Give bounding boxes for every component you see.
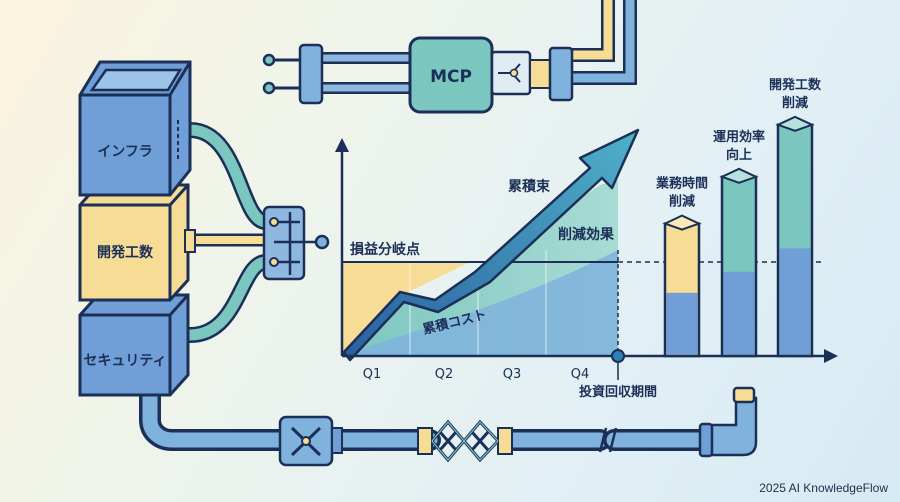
growth-arrow: [342, 128, 640, 362]
elbow-pipe: [698, 386, 758, 458]
block-dev-hours: 開発工数: [78, 183, 196, 302]
dev-hours-label: 開発工数: [97, 244, 154, 261]
reduction-label: 削減効果: [558, 226, 615, 243]
mcp-output-adapter: [490, 46, 574, 102]
junction-box: [262, 205, 330, 281]
pipe-network: [139, 0, 721, 451]
credit-text: 2025 AI KnowledgeFlow: [759, 481, 888, 495]
quarter-q1: Q1: [363, 367, 382, 382]
payback-marker: [611, 349, 625, 363]
plug-connector: [262, 43, 324, 105]
cost-area: [342, 262, 470, 355]
bar-label-line2: 削減: [669, 194, 695, 210]
x-axis-arrowhead: [824, 349, 838, 363]
cross-connector: [278, 415, 343, 467]
bar-cap: [662, 214, 702, 231]
security-label: セキュリティ: [83, 353, 166, 369]
mcp-label: MCP: [430, 67, 472, 87]
bar-label-line2: 向上: [726, 147, 752, 163]
bar-lower-band: [666, 292, 698, 355]
bar-cap: [719, 167, 759, 184]
breakeven-label: 損益分岐点: [350, 241, 420, 258]
infra-label: インフラ: [97, 144, 153, 160]
quarter-q3: Q3: [503, 367, 522, 382]
payback-label: 投資回収期間: [579, 384, 657, 400]
bar-lower-band: [723, 271, 755, 355]
cumulative-cost-area: [342, 250, 618, 355]
mcp-hub: MCP: [408, 36, 494, 114]
block-infra: インフラ: [78, 60, 192, 197]
pipe-break: [598, 427, 618, 453]
cumulative-label: 累積束: [508, 178, 551, 195]
quarter-q2: Q2: [435, 367, 454, 382]
bar-lower-band: [779, 248, 811, 355]
bar-label-line2: 削減: [782, 95, 808, 111]
bar-label-line1: 運用効率: [713, 129, 765, 145]
bar-cap: [775, 115, 815, 132]
y-axis-arrowhead: [335, 138, 349, 152]
block-security: セキュリティ: [78, 293, 190, 397]
quarter-q4: Q4: [571, 367, 590, 382]
bar-label-line1: 開発工数: [769, 77, 822, 93]
bar-label-line1: 業務時間: [655, 176, 708, 192]
chart-area: [335, 128, 838, 380]
mesh-connector: [417, 419, 513, 463]
